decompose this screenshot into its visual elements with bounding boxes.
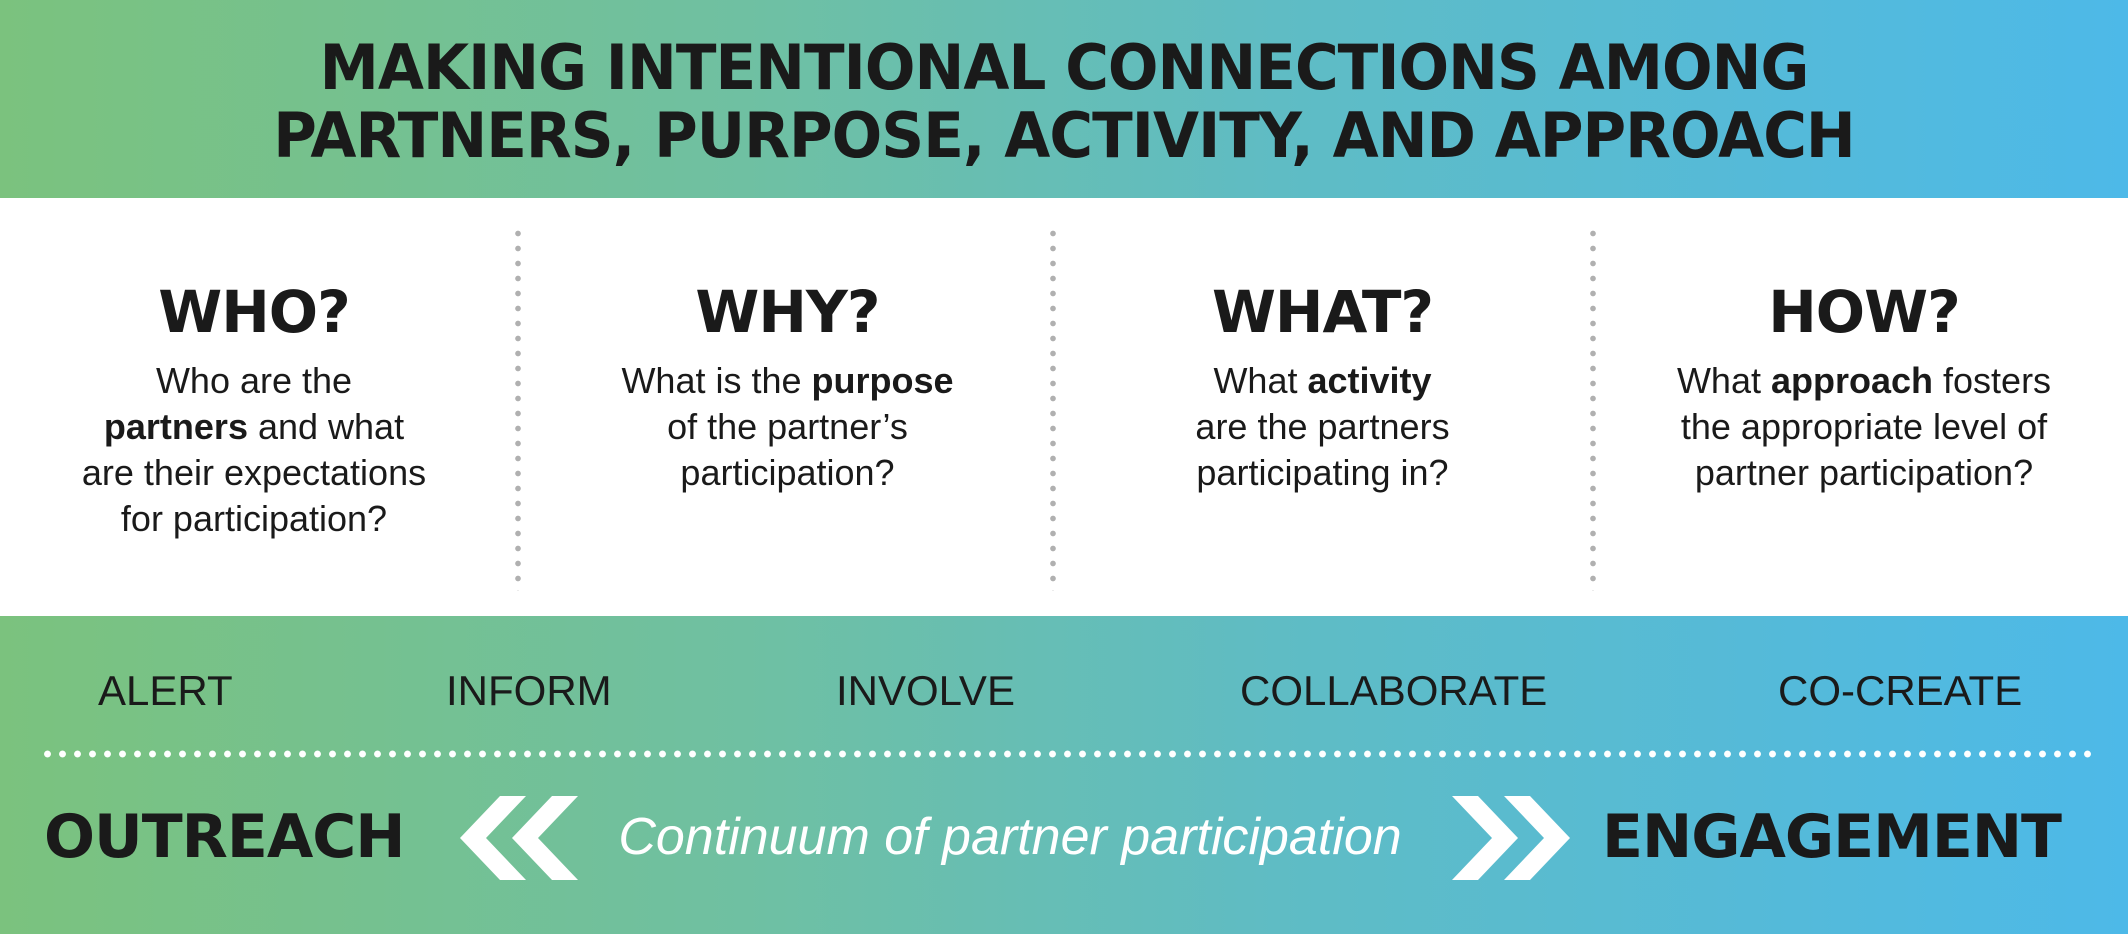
question-heading: WHO?	[158, 278, 350, 346]
level-involve: INVOLVE	[836, 667, 1015, 714]
title-banner: MAKING INTENTIONAL CONNECTIONS AMONG PAR…	[0, 0, 2128, 198]
question-why: WHY? What is the purpose of the partner’…	[525, 198, 1050, 616]
question-heading: WHAT?	[1211, 278, 1434, 346]
dotted-divider	[515, 226, 521, 591]
double-chevron-left-icon	[460, 796, 578, 880]
question-what: WHAT? What activity are the partners par…	[1060, 198, 1585, 616]
dotted-divider	[1050, 226, 1056, 591]
dotted-continuum-line	[40, 750, 2096, 758]
questions-section: WHO? Who are the partners and what are t…	[0, 198, 2128, 616]
level-collaborate: COLLABORATE	[1240, 667, 1548, 714]
keyword-purpose: purpose	[811, 360, 954, 401]
question-body: What activity are the partners participa…	[1195, 360, 1450, 493]
question-body: Who are the partners and what are their …	[81, 360, 427, 539]
question-who: WHO? Who are the partners and what are t…	[0, 198, 508, 616]
keyword-partners: partners	[103, 406, 248, 447]
double-chevron-right-icon	[1452, 796, 1570, 880]
level-inform: INFORM	[446, 667, 612, 714]
question-body: What is the purpose of the partner’s par…	[621, 360, 954, 493]
question-body: What approach fosters the appropriate le…	[1676, 360, 2052, 493]
continuum-band: ALERT INFORM INVOLVE COLLABORATE CO-CREA…	[0, 616, 2128, 934]
question-heading: WHY?	[695, 278, 880, 346]
continuum-caption: Continuum of partner participation	[618, 808, 1402, 866]
keyword-activity: activity	[1307, 360, 1432, 401]
level-co-create: CO-CREATE	[1778, 667, 2023, 714]
outreach-label: OUTREACH	[44, 802, 406, 872]
dotted-divider	[1590, 226, 1596, 591]
keyword-approach: approach	[1770, 360, 1934, 401]
title-line-1: MAKING INTENTIONAL CONNECTIONS AMONG	[319, 31, 1810, 104]
level-alert: ALERT	[98, 667, 233, 714]
engagement-label: ENGAGEMENT	[1602, 802, 2062, 872]
question-heading: HOW?	[1768, 278, 1960, 346]
question-how: HOW? What approach fosters the appropria…	[1600, 198, 2128, 616]
title-line-2: PARTNERS, PURPOSE, ACTIVITY, AND APPROAC…	[273, 99, 1856, 172]
